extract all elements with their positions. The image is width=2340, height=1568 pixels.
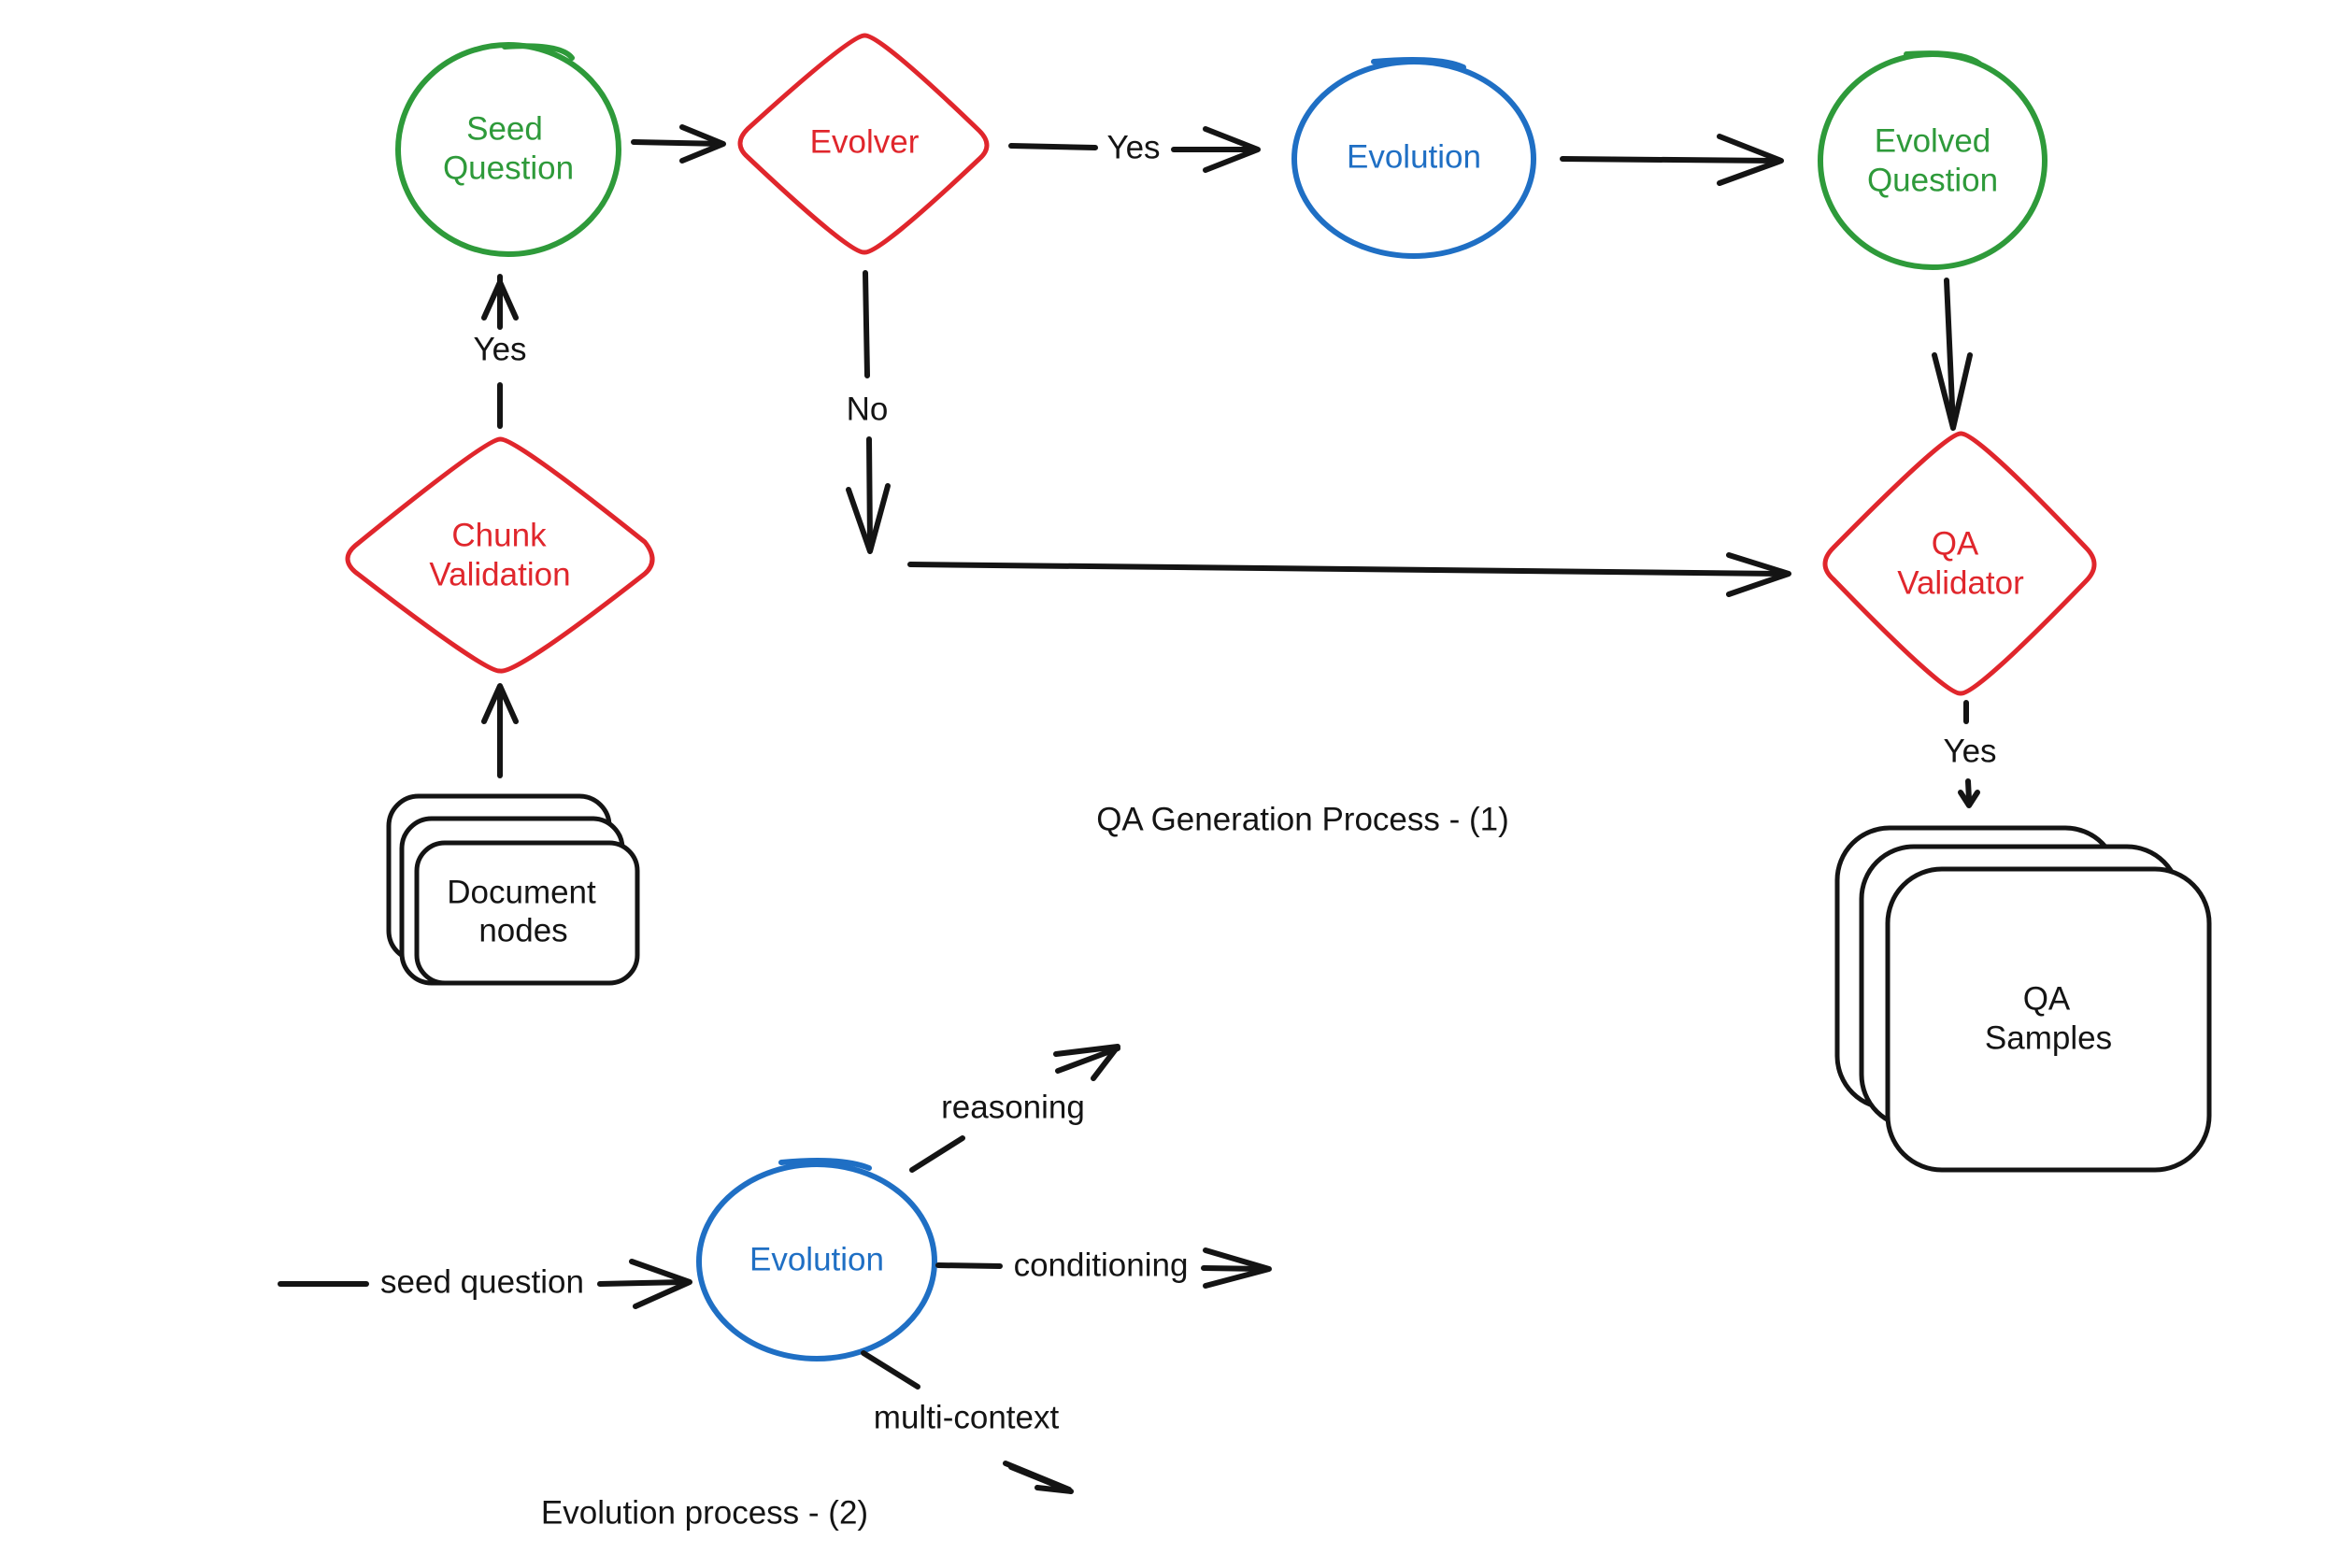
branch-multi-context: multi-context [861,1350,1074,1494]
edge-label-evolver-no: No [847,391,889,427]
arrow-evolved-to-validator [1932,278,1973,431]
edge-label-evolver-yes: Yes [1106,129,1160,165]
arrow-document-to-chunk [481,683,519,778]
chunk-validation-node: Chunk Validation [345,436,655,674]
edge-label-reasoning: reasoning [941,1089,1085,1125]
seed-question-label-line2: Question [443,150,574,186]
qa-samples-label-line1: QA [2023,980,2071,1017]
arrow-chunk-to-seed: Yes [473,274,527,429]
qa-validator-label-line2: Validator [1897,564,2024,601]
branch-reasoning: reasoning [909,1044,1120,1173]
evolver-node: Evolver [737,33,990,255]
arrow-evolver-to-validator: No [846,270,1791,597]
qa-samples-label-line2: Samples [1985,1019,2112,1056]
arrow-validator-to-samples: Yes [1943,700,1997,808]
arrow-evolver-to-evolution: Yes [1008,126,1261,173]
edge-label-conditioning: conditioning [1014,1247,1189,1283]
document-nodes-label-line2: nodes [478,912,567,948]
evolver-label: Evolver [810,123,920,160]
caption-qa-generation-process: QA Generation Process - (1) [1096,801,1509,837]
evolution-top-node: Evolution [1291,57,1536,259]
qa-validator-label-line1: QA [1932,525,1979,562]
evolution-top-label: Evolution [1347,138,1481,175]
chunk-validation-label-line1: Chunk [451,517,547,553]
evolved-question-node: Evolved Question [1818,50,2048,270]
qa-samples-stack: QA Samples [1834,825,2212,1173]
document-nodes-stack: Document nodes [386,793,640,986]
seed-question-label-line1: Seed [466,110,543,147]
qa-validator-node: QA Validator [1822,431,2097,696]
document-nodes-label-line1: Document [447,874,596,910]
caption-evolution-process: Evolution process - (2) [541,1494,868,1531]
edge-label-qa-yes: Yes [1943,733,1996,769]
evolution-bottom-node: Evolution [696,1158,937,1361]
edge-label-seed-question: seed question [380,1263,584,1300]
edge-label-chunk-yes: Yes [473,331,526,367]
evolved-question-label-line2: Question [1867,162,1998,198]
evolution-bottom-label: Evolution [749,1241,884,1277]
edge-label-multi-context: multi-context [874,1399,1060,1435]
chunk-validation-label-line2: Validation [429,556,570,592]
arrow-seed-question-to-evolution: seed question [278,1259,692,1309]
arrow-evolution-to-evolved [1560,134,1784,186]
arrow-seed-to-evolver [631,124,726,164]
branch-conditioning: conditioning [935,1247,1272,1289]
evolved-question-label-line1: Evolved [1875,122,1991,159]
seed-question-node: Seed Question [395,42,621,257]
